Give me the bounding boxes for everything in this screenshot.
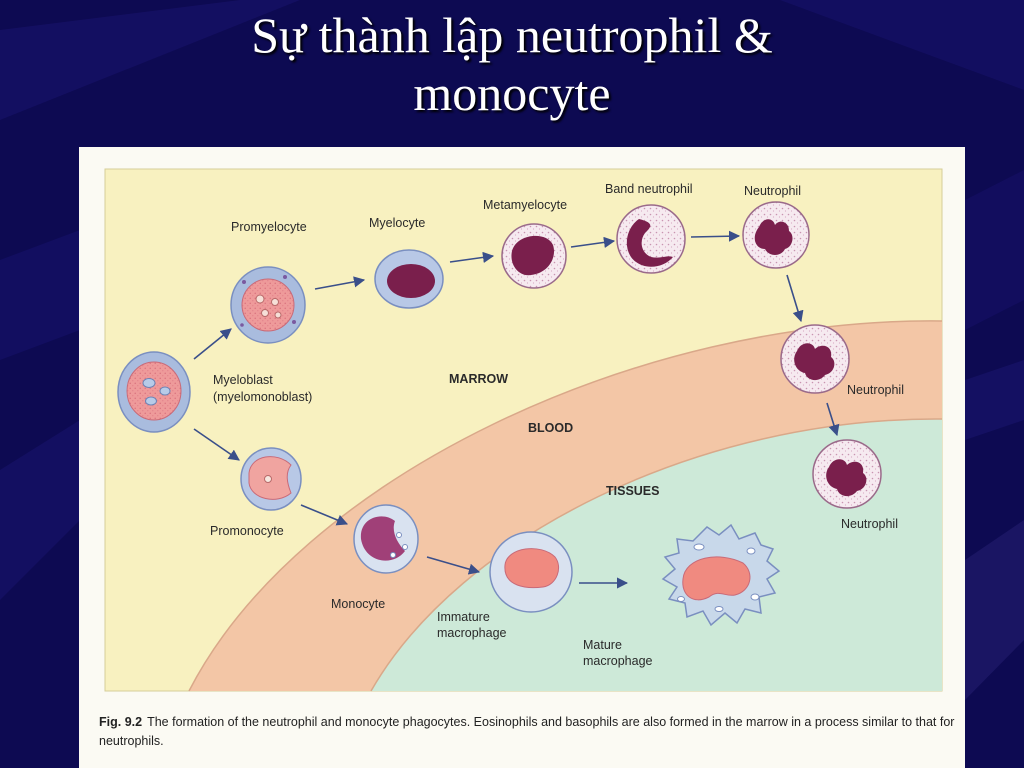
figure-caption-text: The formation of the neutrophil and mono… [99, 715, 955, 748]
label-myeloblast-line1: Myeloblast [213, 373, 273, 387]
neutrophil-tissue-cell [812, 439, 882, 509]
label-mature-macrophage-line1: Mature [583, 638, 622, 652]
mature-macrophage-cell [661, 523, 781, 627]
label-myeloblast-line2: (myelomonoblast) [213, 390, 312, 404]
label-mature-macrophage-line2: macrophage [583, 654, 653, 668]
zone-label-tissues: TISSUES [606, 484, 660, 498]
figure-panel: MARROW BLOOD TISSUES [79, 147, 965, 768]
cell-formation-diagram: MARROW BLOOD TISSUES [104, 168, 943, 692]
promonocyte-cell [240, 447, 302, 511]
myelocyte-cell [374, 249, 444, 309]
monocyte-cell [353, 504, 419, 574]
figure-number: Fig. 9.2 [99, 715, 143, 729]
band-neutrophil-cell [616, 204, 686, 274]
label-band-neutrophil: Band neutrophil [605, 182, 693, 196]
myeloblast-cell [117, 351, 191, 433]
label-myelocyte: Myelocyte [369, 216, 425, 230]
label-immature-macrophage-line2: macrophage [437, 626, 507, 640]
label-metamyelocyte: Metamyelocyte [483, 198, 567, 212]
immature-macrophage-cell [489, 531, 573, 613]
zone-label-blood: BLOOD [528, 421, 573, 435]
zone-label-marrow: MARROW [449, 372, 508, 386]
label-neutrophil-blood: Neutrophil [847, 383, 904, 397]
neutrophil-blood-cell [780, 324, 850, 394]
metamyelocyte-cell [501, 223, 567, 289]
tissues-zone [371, 418, 942, 691]
neutrophil-marrow-cell [742, 201, 810, 269]
slide-title-line-2: monocyte [413, 65, 611, 121]
differentiation-arrows [193, 230, 840, 589]
slide-title-line-1: Sự thành lập neutrophil & [251, 7, 773, 63]
label-promyelocyte: Promyelocyte [231, 220, 307, 234]
promyelocyte-cell [230, 266, 306, 344]
label-neutrophil-tissue: Neutrophil [841, 517, 898, 531]
label-promonocyte: Promonocyte [210, 524, 284, 538]
slide-title: Sự thành lập neutrophil & monocyte [0, 6, 1024, 122]
label-monocyte: Monocyte [331, 597, 385, 611]
label-immature-macrophage-line1: Immature [437, 610, 490, 624]
label-neutrophil-marrow: Neutrophil [744, 184, 801, 198]
